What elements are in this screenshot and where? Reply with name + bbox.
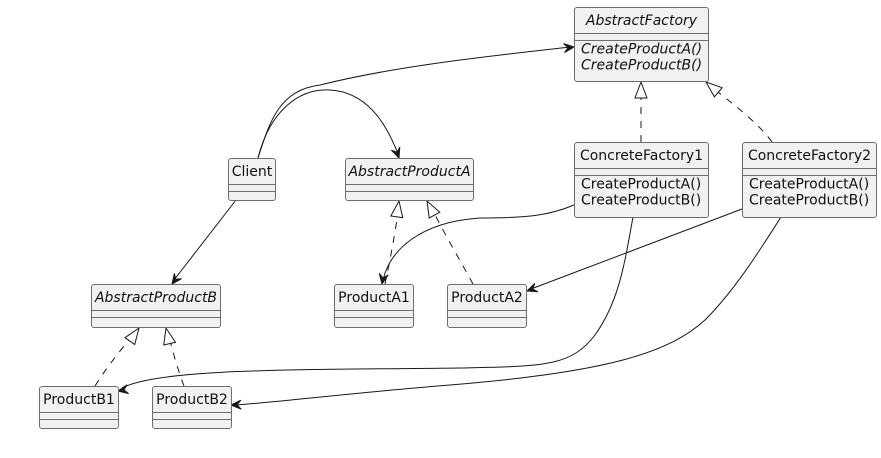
association-arrowhead-icon	[229, 399, 242, 410]
relation-concrete-factory2-to-abstract-factory	[704, 81, 773, 143]
class-product-b1[interactable]: ProductB1	[39, 386, 119, 429]
class-name: ProductB2	[156, 392, 228, 408]
realization-arrowhead-icon	[390, 199, 404, 219]
class-client[interactable]: Client	[228, 158, 276, 201]
relation-client-to-abstract-product-a	[257, 89, 401, 160]
association-arrowhead-icon	[116, 384, 129, 395]
class-box	[345, 158, 474, 201]
relation-product-b1-to-abstract-product-b	[94, 326, 140, 387]
class-name: AbstractProductB	[94, 290, 217, 306]
class-name: ConcreteFactory1	[580, 148, 703, 164]
relation-concrete-factory1-to-abstract-factory	[634, 80, 648, 142]
association-line	[382, 204, 575, 281]
relation-concrete-factory2-to-product-b2	[229, 216, 782, 410]
class-concrete-factory1[interactable]: ConcreteFactory1CreateProductA()CreatePr…	[574, 142, 709, 218]
association-arrowhead-icon	[390, 146, 401, 160]
class-name: AbstractFactory	[585, 13, 698, 29]
method-create-product-b: CreateProductB()	[581, 58, 702, 74]
class-name: Client	[232, 164, 273, 180]
class-box	[91, 284, 221, 328]
class-box	[742, 142, 877, 218]
relation-concrete-factory1-to-product-a1	[378, 204, 575, 286]
class-name: ProductA2	[451, 290, 523, 306]
class-box	[574, 142, 709, 218]
method-create-product-a: CreateProductA()	[749, 177, 869, 193]
realization-arrowhead-icon	[124, 326, 140, 346]
class-product-a1[interactable]: ProductA1	[334, 284, 414, 328]
class-name: ProductB1	[43, 392, 115, 408]
relation-concrete-factory2-to-product-a2	[525, 208, 743, 293]
relation-client-to-abstract-factory	[257, 43, 576, 159]
realization-arrowhead-icon	[704, 81, 723, 98]
realization-arrowhead-icon	[634, 80, 648, 99]
association-arrowhead-icon	[171, 273, 182, 285]
realization-arrowhead-icon	[163, 326, 177, 346]
class-abstract-product-b[interactable]: AbstractProductB	[91, 284, 221, 328]
method-create-product-a: CreateProductA()	[581, 177, 701, 193]
class-box	[334, 284, 414, 328]
class-box	[574, 7, 709, 82]
method-create-product-a: CreateProductA()	[581, 42, 702, 58]
method-create-product-b: CreateProductB()	[581, 193, 701, 209]
relation-product-a2-to-abstract-product-a	[426, 199, 474, 285]
class-box	[447, 284, 527, 328]
relation-client-to-abstract-product-b	[171, 199, 237, 285]
realization-line	[167, 331, 185, 387]
relations-layer	[94, 43, 782, 410]
association-arrowhead-icon	[563, 43, 576, 53]
class-box	[228, 158, 276, 201]
association-line	[257, 46, 571, 159]
class-product-a2[interactable]: ProductA2	[447, 284, 527, 328]
realization-line	[709, 85, 773, 143]
relation-product-a1-to-abstract-product-a	[384, 199, 404, 285]
class-concrete-factory2[interactable]: ConcreteFactory2CreateProductA()CreatePr…	[742, 142, 877, 218]
realization-line	[429, 204, 474, 285]
association-line	[530, 208, 743, 290]
association-arrowhead-icon	[378, 273, 389, 286]
class-name: AbstractProductA	[347, 164, 470, 180]
realization-arrowhead-icon	[426, 199, 441, 219]
class-name: ProductA1	[338, 290, 410, 306]
classes-layer: AbstractFactoryCreateProductA()CreatePro…	[39, 7, 877, 429]
class-abstract-product-a[interactable]: AbstractProductA	[345, 158, 474, 201]
class-product-b2[interactable]: ProductB2	[152, 386, 232, 429]
class-box	[152, 386, 232, 429]
association-arrowhead-icon	[525, 282, 539, 293]
relation-product-b2-to-abstract-product-b	[163, 326, 185, 387]
association-line	[121, 216, 634, 389]
method-create-product-b: CreateProductB()	[749, 193, 869, 209]
class-box	[39, 386, 119, 429]
relation-concrete-factory1-to-product-b1	[116, 216, 634, 395]
association-line	[234, 216, 782, 406]
class-name: ConcreteFactory2	[748, 148, 871, 164]
association-line	[173, 199, 237, 281]
association-line	[257, 89, 399, 159]
class-abstract-factory[interactable]: AbstractFactoryCreateProductA()CreatePro…	[574, 7, 709, 82]
